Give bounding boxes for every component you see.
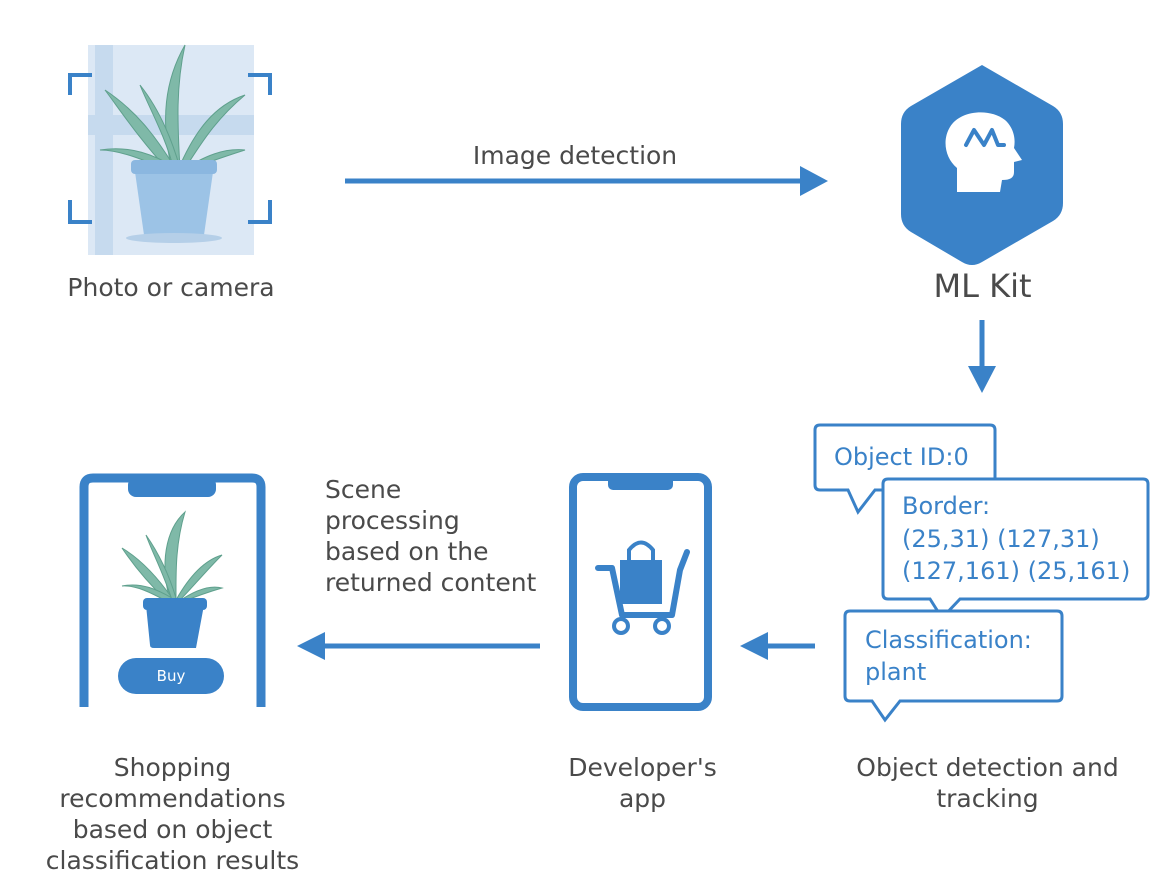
label-shopping-line-3: based on object <box>72 815 273 844</box>
bubble-classification-line-2: plant <box>865 658 927 686</box>
label-scene-line-1: Scene <box>325 475 402 504</box>
label-photo-or-camera: Photo or camera <box>67 273 275 302</box>
arrow-to-developer-app <box>740 632 815 660</box>
bubble-object-id-text: Object ID:0 <box>834 443 969 471</box>
label-image-detection: Image detection <box>472 141 678 170</box>
plant-icon <box>121 510 224 648</box>
bubble-border <box>881 477 1150 621</box>
label-ml-kit: ML Kit <box>933 267 1032 305</box>
bubble-classification-line-1: Classification: <box>865 626 1032 654</box>
label-scene-line-4: returned content <box>325 568 537 597</box>
label-shopping-line-1: Shopping <box>113 753 232 782</box>
arrow-down-ml-kit <box>968 320 996 393</box>
label-scene-line-2: processing <box>325 506 460 535</box>
label-object-detection-line-1: Object detection and <box>856 753 1119 782</box>
arrow-to-shopping <box>297 632 540 660</box>
label-object-detection-line-2: tracking <box>936 784 1039 813</box>
bubble-object-id <box>813 423 997 515</box>
bubble-border-line-2: (25,31) (127,31) <box>902 525 1100 553</box>
buy-button <box>118 658 224 694</box>
buy-button-label: Buy <box>156 667 186 685</box>
bubble-border-line-3: (127,161) (25,161) <box>902 557 1131 585</box>
bubble-classification <box>843 609 1064 723</box>
developer-app-phone <box>569 473 712 711</box>
label-developers-app-line-2: app <box>618 784 667 813</box>
label-shopping-line-4: classification results <box>45 846 300 875</box>
shopping-cart-icon <box>595 540 690 635</box>
plant-photo-icon <box>68 44 272 255</box>
shopping-phone <box>79 473 266 707</box>
label-developers-app-line-1: Developer's <box>568 753 717 782</box>
arrow-image-detection <box>345 166 828 196</box>
label-scene-line-3: based on the <box>325 537 489 566</box>
bubble-border-line-1: Border: <box>902 492 991 520</box>
label-shopping-line-2: recommendations <box>59 784 286 813</box>
ml-kit-hexagon-icon <box>901 65 1063 265</box>
